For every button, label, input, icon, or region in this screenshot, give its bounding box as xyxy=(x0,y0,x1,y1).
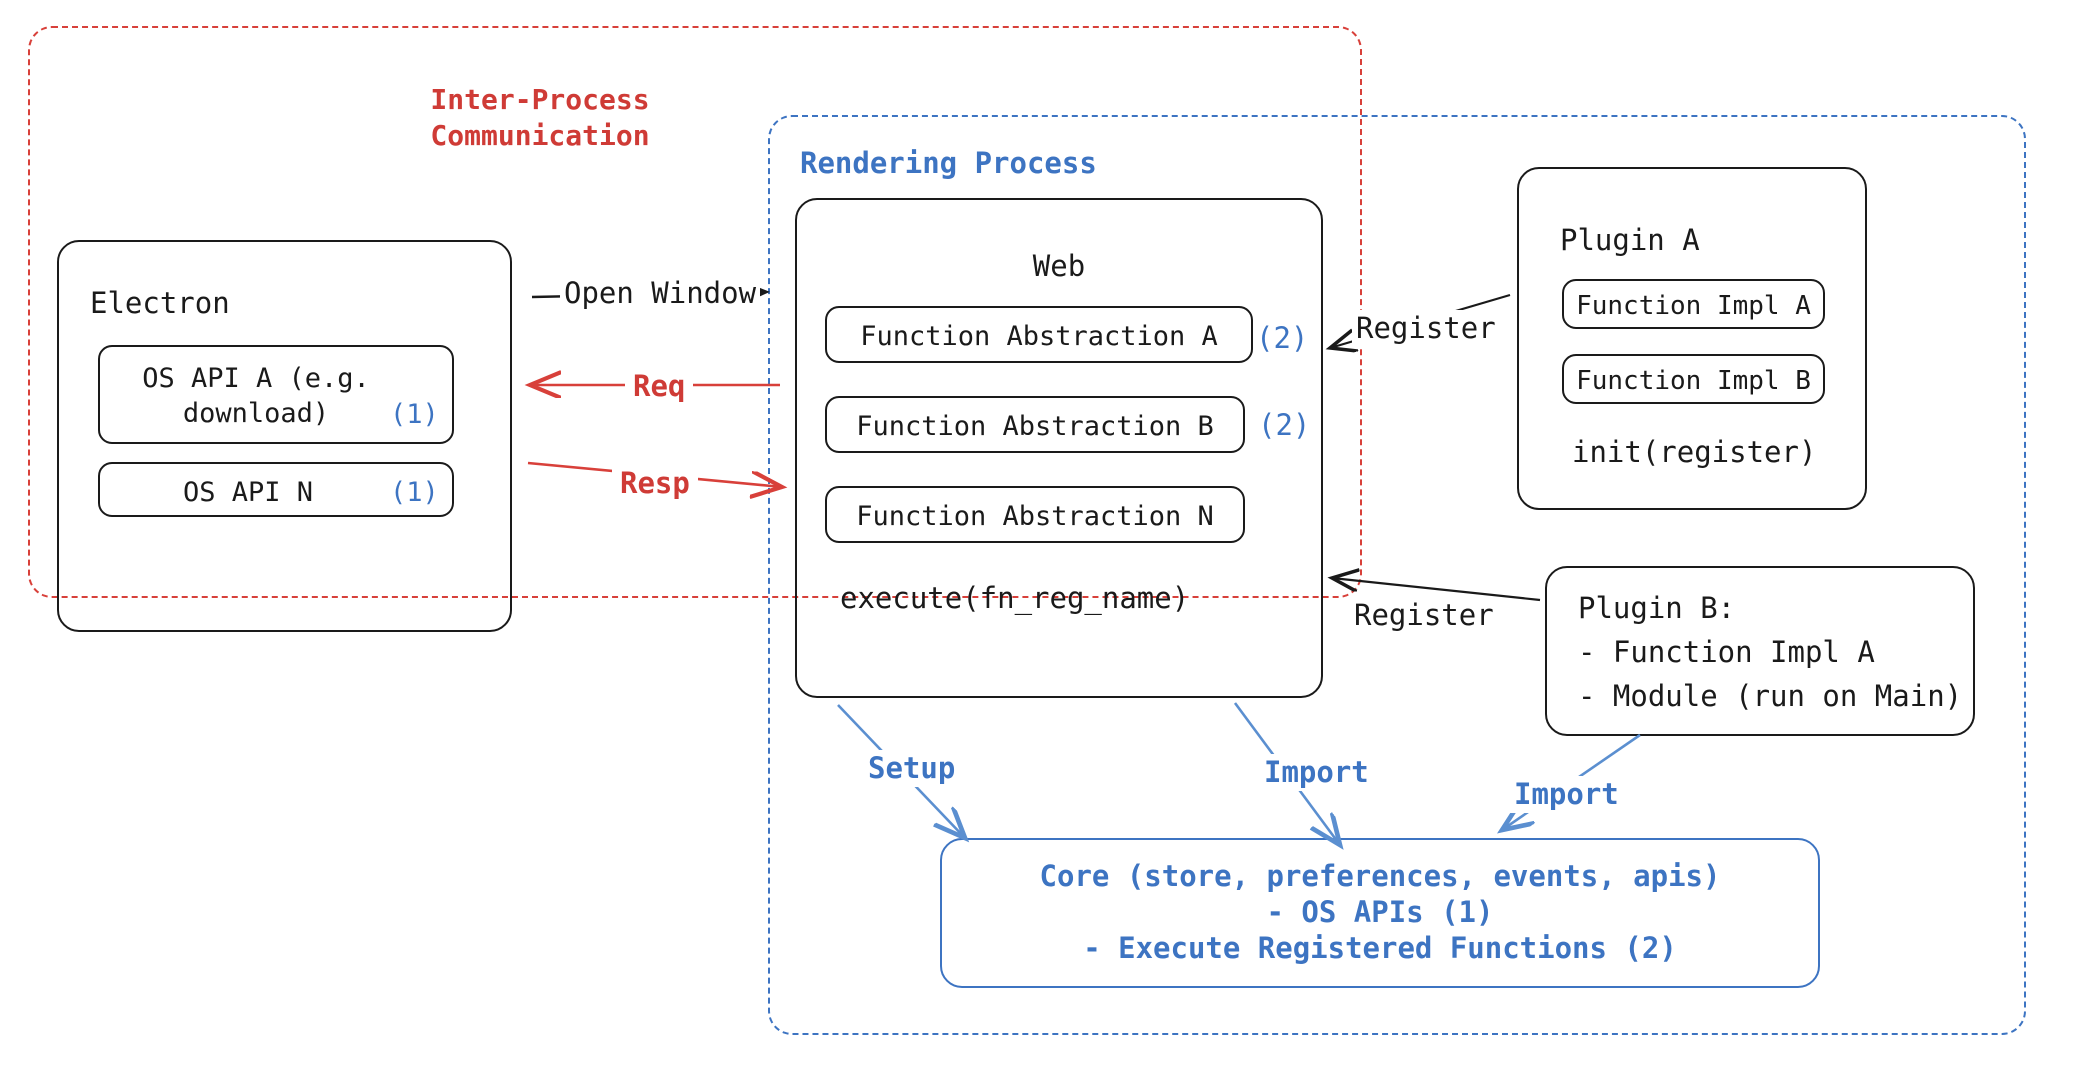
os-api-n-box[interactable] xyxy=(98,462,454,517)
edge-setup-label: Setup xyxy=(862,750,962,788)
os-api-n-marker: (1) xyxy=(390,477,439,508)
core-line-3: - Execute Registered Functions (2) xyxy=(1083,931,1677,965)
plugin-b-line-2: - Module (run on Main) xyxy=(1578,679,1963,713)
function-abstraction-b-label: Function Abstraction B xyxy=(856,411,1214,442)
electron-title: Electron xyxy=(90,286,230,320)
os-api-a-label: OS API A (e.g. download) xyxy=(142,363,370,429)
os-api-a-marker: (1) xyxy=(390,399,439,430)
edge-resp-label: Resp xyxy=(612,465,698,503)
function-abstraction-a-label: Function Abstraction A xyxy=(860,321,1218,352)
function-abstraction-n-label: Function Abstraction N xyxy=(856,501,1214,532)
core-line-2: - OS APIs (1) xyxy=(1266,895,1494,929)
core-line-1: Core (store, preferences, events, apis) xyxy=(1039,859,1721,893)
edge-import-web-label: Import xyxy=(1258,754,1375,792)
plugin-b-line-1: - Function Impl A xyxy=(1578,635,1875,669)
edge-register-plugin-a-label: Register xyxy=(1352,310,1500,348)
function-abstraction-a-marker: (2) xyxy=(1256,321,1309,355)
os-api-n-label: OS API N xyxy=(182,477,314,508)
rendering-process-label: Rendering Process xyxy=(800,146,1097,180)
web-title: Web xyxy=(1032,249,1086,283)
plugin-a-init-label: init(register) xyxy=(1572,435,1817,469)
function-abstraction-n-box[interactable] xyxy=(825,486,1245,543)
edge-register-plugin-b-label: Register xyxy=(1350,597,1498,635)
edge-import-plugin-label: Import xyxy=(1508,776,1625,814)
core-box[interactable] xyxy=(940,838,1820,988)
rendering-process-region-boundary xyxy=(768,115,2026,1035)
edge-req-label: Req xyxy=(625,368,694,406)
plugin-a-function-impl-a-box[interactable] xyxy=(1562,279,1825,329)
plugin-b-box[interactable] xyxy=(1545,566,1975,736)
plugin-a-function-impl-b-label: Function Impl B xyxy=(1576,366,1811,396)
function-abstraction-b-marker: (2) xyxy=(1258,408,1311,442)
ipc-region-label: Inter-Process Communication xyxy=(430,83,650,152)
plugin-b-title: Plugin B: xyxy=(1578,591,1736,625)
edge-open-window-label: Open Window xyxy=(560,275,761,313)
electron-box[interactable] xyxy=(57,240,512,632)
os-api-a-box[interactable] xyxy=(98,345,454,444)
function-abstraction-a-box[interactable] xyxy=(825,306,1253,363)
plugin-a-title: Plugin A xyxy=(1560,223,1700,257)
plugin-a-box[interactable] xyxy=(1517,167,1867,510)
function-abstraction-b-box[interactable] xyxy=(825,396,1245,453)
plugin-a-function-impl-a-label: Function Impl A xyxy=(1576,291,1811,321)
web-execute-label: execute(fn_reg_name) xyxy=(840,581,1190,615)
web-box[interactable] xyxy=(795,198,1323,698)
plugin-a-function-impl-b-box[interactable] xyxy=(1562,354,1825,404)
